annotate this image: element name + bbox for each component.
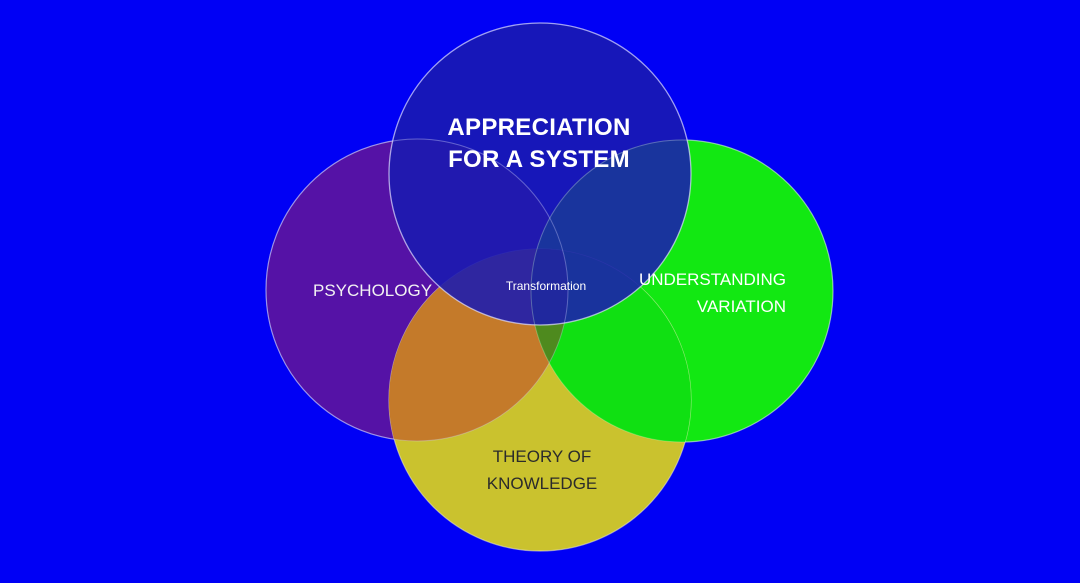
label-psychology: PSYCHOLOGY [313,281,433,300]
label-knowledge-line-2: KNOWLEDGE [486,474,598,493]
label-theory-of-knowledge: THEORY OF KNOWLEDGE [452,443,632,497]
label-system-line-2: FOR A SYSTEM [448,146,630,173]
circle-psychology-outline [265,138,569,442]
circle-system [388,22,692,326]
label-variation-line-2: VARIATION [696,297,786,316]
label-variation-line-1: UNDERSTANDING [638,270,786,289]
label-appreciation-for-a-system: APPRECIATION FOR A SYSTEM [410,112,668,176]
label-understanding-variation: UNDERSTANDING VARIATION [598,266,786,320]
label-system-line-1: APPRECIATION [447,114,631,141]
circle-variation-outline [530,139,834,443]
label-knowledge-line-1: THEORY OF [492,447,592,466]
label-transformation: Transformation [505,279,587,293]
